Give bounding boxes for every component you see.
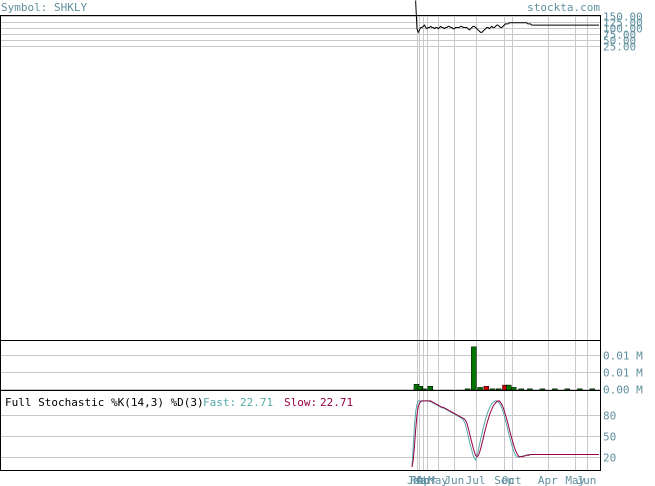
symbol-value: SHKLY <box>53 1 88 14</box>
month-label: Jun <box>444 474 464 486</box>
month-label: Feb <box>409 474 429 486</box>
site-label: stockta.com <box>527 1 600 14</box>
volume-bar <box>477 387 483 391</box>
month-label: Apr <box>417 474 437 486</box>
volume-bar <box>496 388 502 391</box>
volume-bar <box>471 346 477 391</box>
volume-bar <box>483 386 490 391</box>
volume-bar <box>539 388 546 391</box>
volume-bar <box>510 387 517 391</box>
stochastic-title: Full Stochastic %K(14,3) %D(3) <box>5 396 204 409</box>
volume-panel <box>413 346 596 391</box>
fast-value: 22.71 <box>240 396 273 409</box>
month-label: May <box>428 474 448 486</box>
volume-bar <box>464 388 471 391</box>
price-tick-label: 150.00 <box>603 11 643 24</box>
fast-label: Fast: <box>203 396 236 409</box>
stochastic-panel <box>411 400 599 468</box>
slow-label: Slow: <box>284 396 317 409</box>
volume-bar <box>518 388 524 391</box>
month-label: Jun <box>577 474 597 486</box>
month-label: Apr <box>538 474 558 486</box>
price-tick-label: 100.00 <box>603 23 643 36</box>
panel-frames <box>0 15 601 471</box>
stochastic-tick-label: 80 <box>603 410 616 423</box>
panel-frame <box>0 15 601 341</box>
month-label: Jul <box>466 474 486 486</box>
price-tick-label: 25.00 <box>603 41 636 54</box>
symbol-label: Symbol: SHKLY <box>1 1 87 14</box>
month-label: Mar <box>413 474 433 486</box>
volume-bar <box>489 388 496 391</box>
slow-value: 22.71 <box>320 396 353 409</box>
month-label: Oct <box>502 474 522 486</box>
volume-tick-label: 0.01 M <box>603 367 643 380</box>
volume-bar <box>577 388 583 391</box>
month-label: Sep <box>494 474 514 486</box>
panel-frame <box>0 340 601 391</box>
symbol-prefix: Symbol: <box>1 1 48 14</box>
panel-frame <box>0 390 601 471</box>
stochastic-tick-label: 20 <box>603 452 616 465</box>
price-tick-label: 50.00 <box>603 35 636 48</box>
price-line <box>415 0 599 34</box>
price-tick-label: 75.00 <box>603 29 636 42</box>
grid-lines <box>0 15 601 471</box>
volume-bar <box>589 388 596 391</box>
slow-line <box>411 400 599 468</box>
month-label: May <box>565 474 585 486</box>
volume-bar <box>527 388 533 391</box>
volume-bar <box>564 388 571 391</box>
volume-tick-label: 0.00 M <box>603 384 643 397</box>
volume-bar <box>505 384 512 391</box>
volume-bar <box>427 386 433 391</box>
stochastic-tick-label: 50 <box>603 431 616 444</box>
price-tick-label: 125.00 <box>603 17 643 30</box>
volume-tick-label: 0.01 M <box>603 350 643 363</box>
volume-bar <box>421 388 427 391</box>
month-label: Jan <box>407 474 427 486</box>
price-panel <box>415 0 599 34</box>
volume-bar <box>552 388 558 391</box>
